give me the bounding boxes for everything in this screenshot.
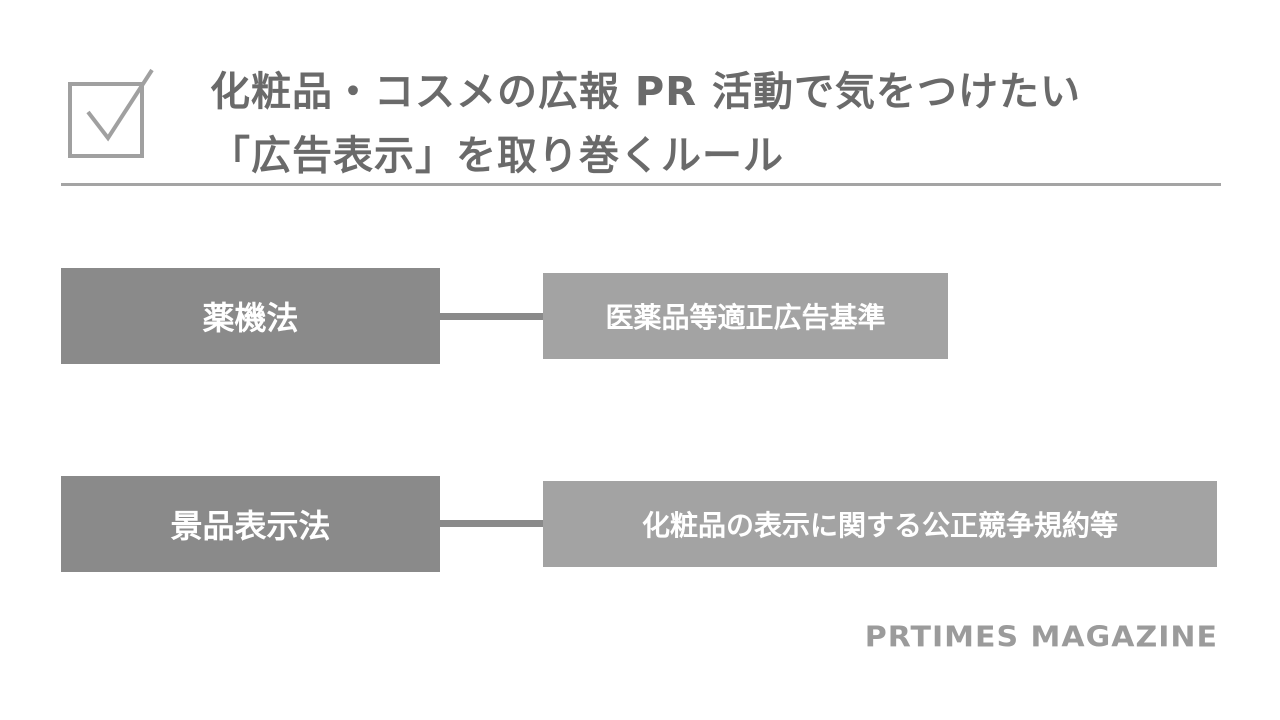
title-divider bbox=[61, 183, 1221, 186]
page-title: 化粧品・コスメの広報 PR 活動で気をつけたい 「広告表示」を取り巻くルール bbox=[210, 60, 1081, 188]
rule-label: 医薬品等適正広告基準 bbox=[605, 301, 886, 334]
rule-box-fair-competition-code: 化粧品の表示に関する公正競争規約等 bbox=[543, 481, 1217, 567]
title-line-1: 化粧品・コスメの広報 PR 活動で気をつけたい bbox=[210, 69, 1081, 115]
law-box-yakkiho: 薬機法 bbox=[61, 268, 440, 364]
law-label: 景品表示法 bbox=[170, 507, 331, 545]
title-line-2: 「広告表示」を取り巻くルール bbox=[210, 133, 784, 179]
law-box-keihyoho: 景品表示法 bbox=[61, 476, 440, 572]
law-label: 薬機法 bbox=[202, 299, 299, 337]
connector-line bbox=[440, 520, 544, 527]
rule-box-advertising-standard: 医薬品等適正広告基準 bbox=[543, 273, 948, 359]
checkbox-checked-icon bbox=[68, 68, 154, 158]
brand-logo: PRTIMES MAGAZINE bbox=[864, 620, 1218, 655]
connector-line bbox=[440, 313, 544, 320]
rule-label: 化粧品の表示に関する公正競争規約等 bbox=[641, 509, 1118, 542]
